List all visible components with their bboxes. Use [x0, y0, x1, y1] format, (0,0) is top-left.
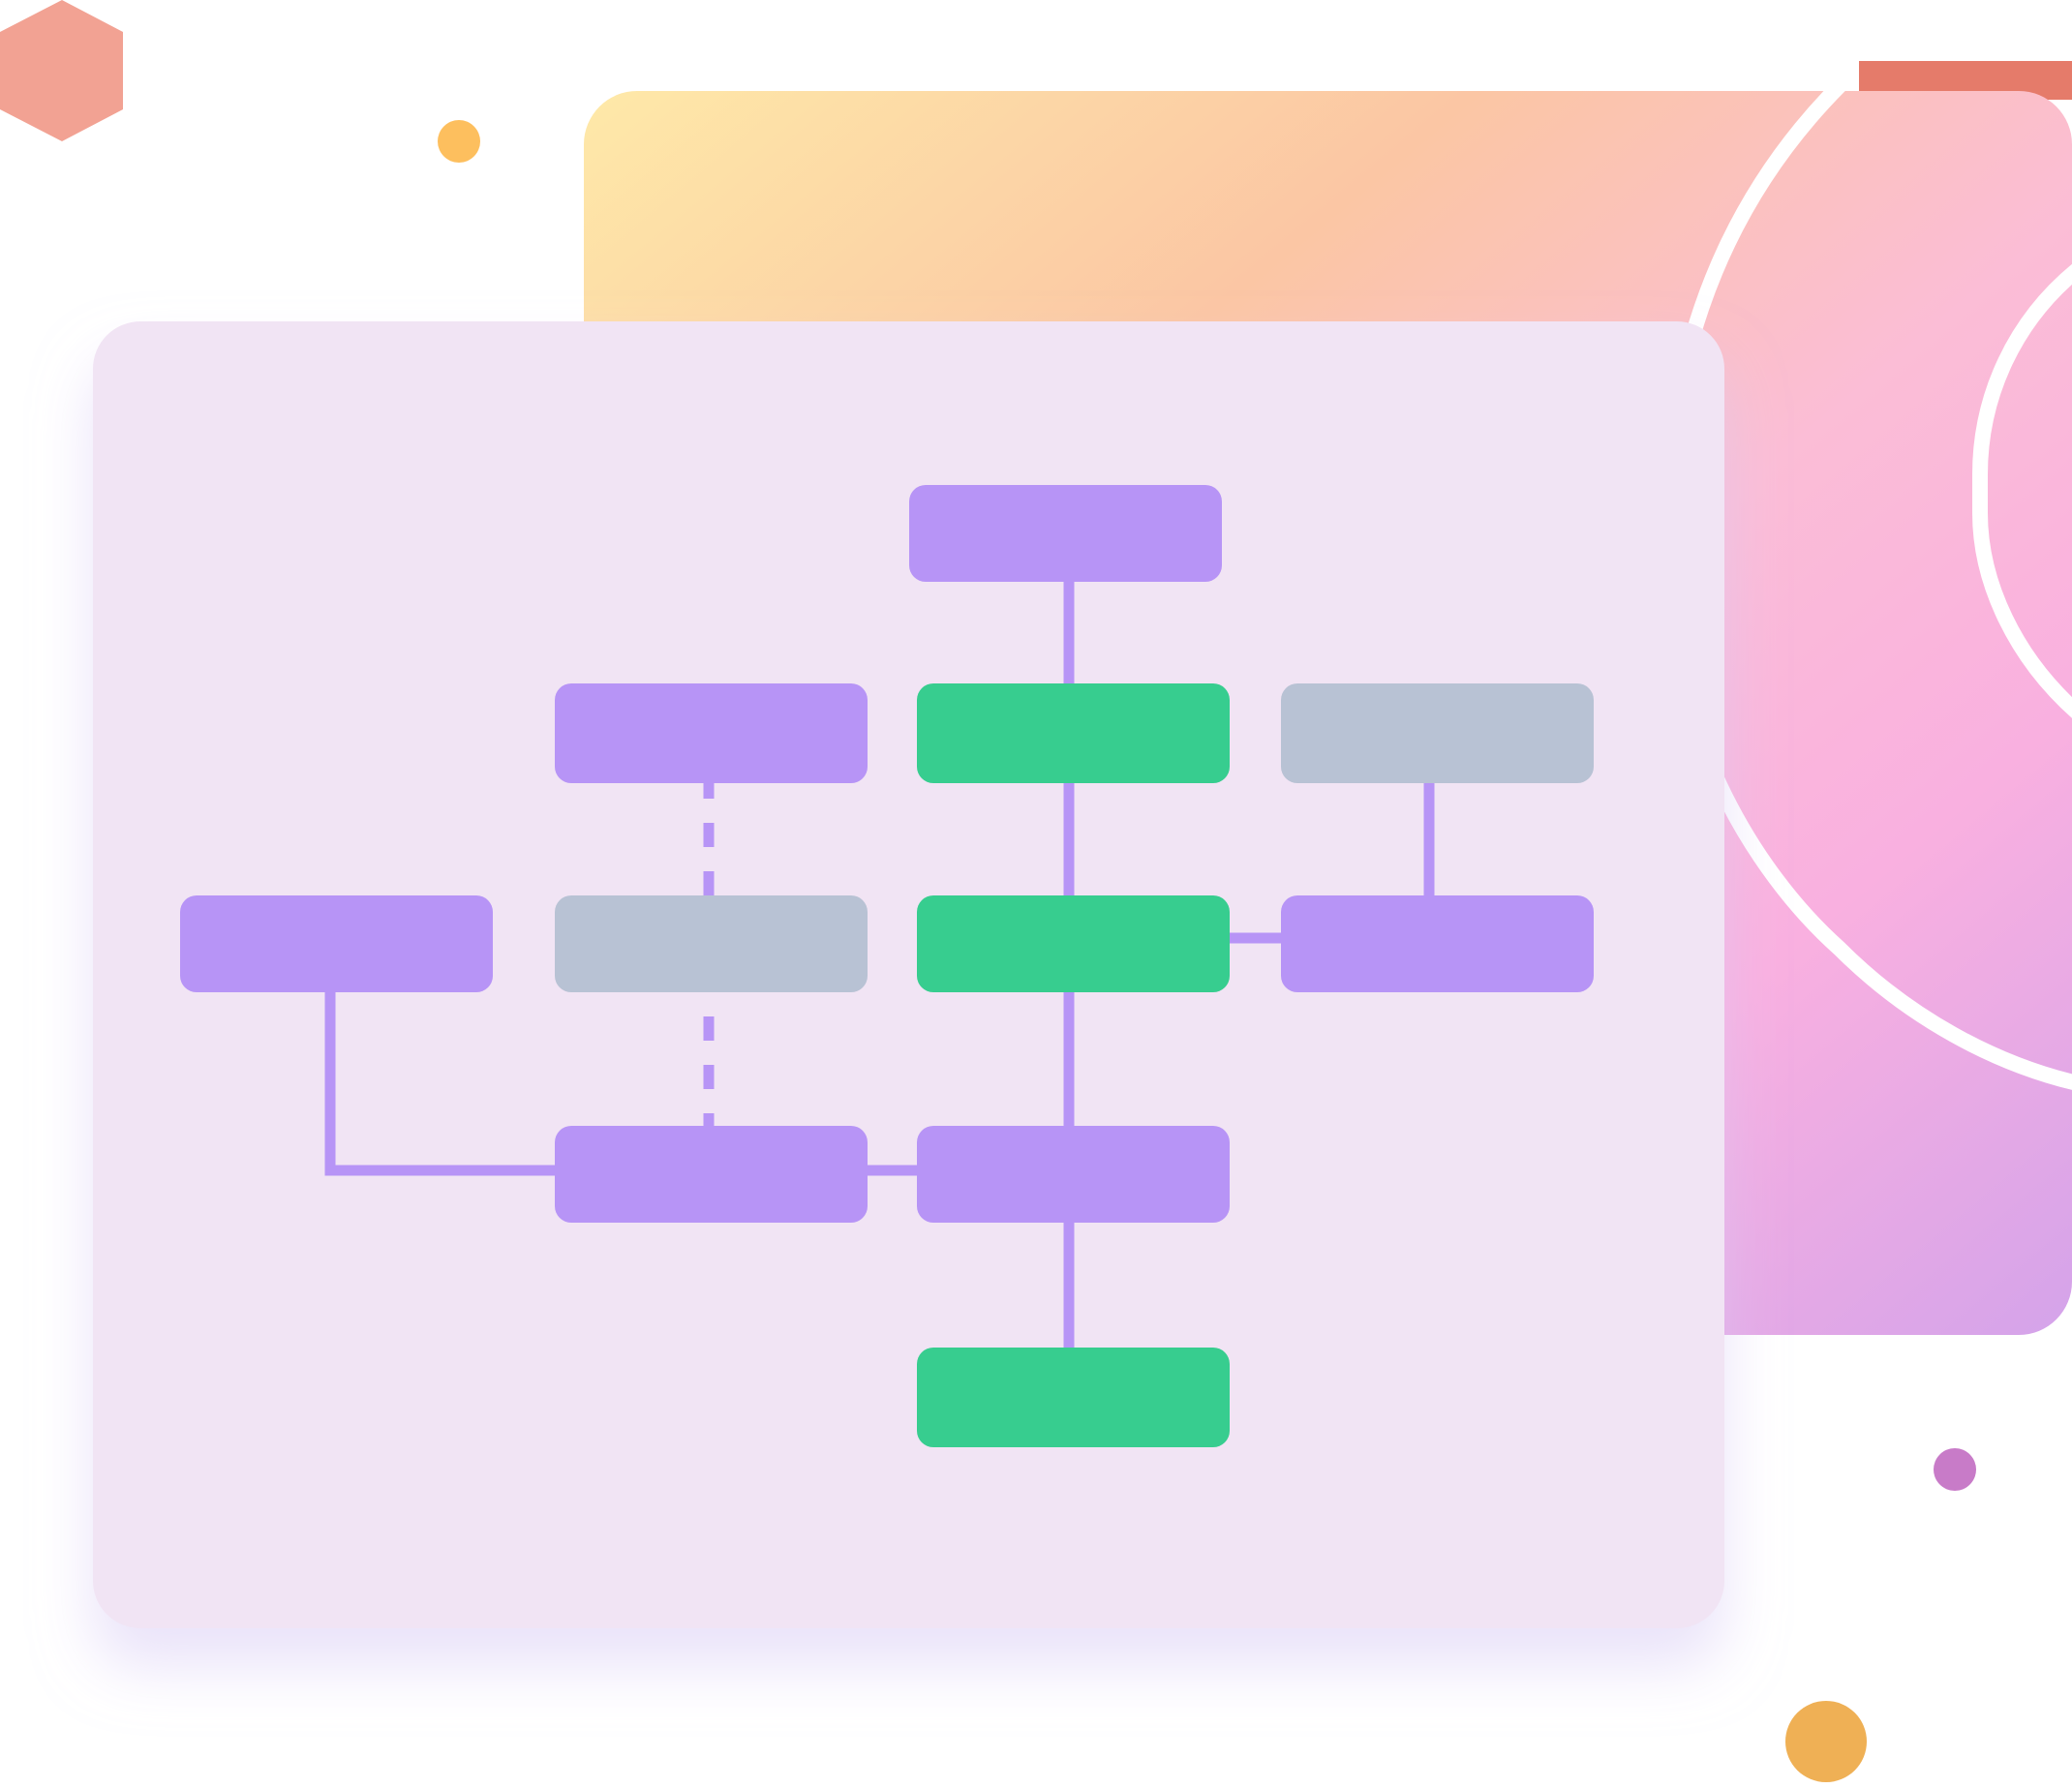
node-row3-far-left[interactable] [180, 895, 493, 992]
node-row2-center[interactable] [917, 683, 1230, 783]
node-row2-right[interactable] [1281, 683, 1594, 783]
node-bottom[interactable] [917, 1348, 1230, 1447]
gold-dot-decoration [1785, 1701, 1867, 1782]
white-arc-inner [1972, 259, 2072, 723]
hexagon-decoration [0, 0, 123, 141]
node-row3-left[interactable] [555, 895, 868, 992]
front-card [93, 321, 1724, 1628]
node-row3-right[interactable] [1281, 895, 1594, 992]
node-row4-center[interactable] [917, 1126, 1230, 1223]
node-row4-left[interactable] [555, 1126, 868, 1223]
orange-dot-decoration [438, 120, 480, 163]
connector-left-elbow [324, 987, 562, 1176]
node-row2-left[interactable] [555, 683, 868, 783]
node-row3-center[interactable] [917, 895, 1230, 992]
node-top[interactable] [909, 485, 1222, 582]
purple-dot-decoration [1934, 1448, 1976, 1491]
nodes [180, 485, 1594, 1447]
